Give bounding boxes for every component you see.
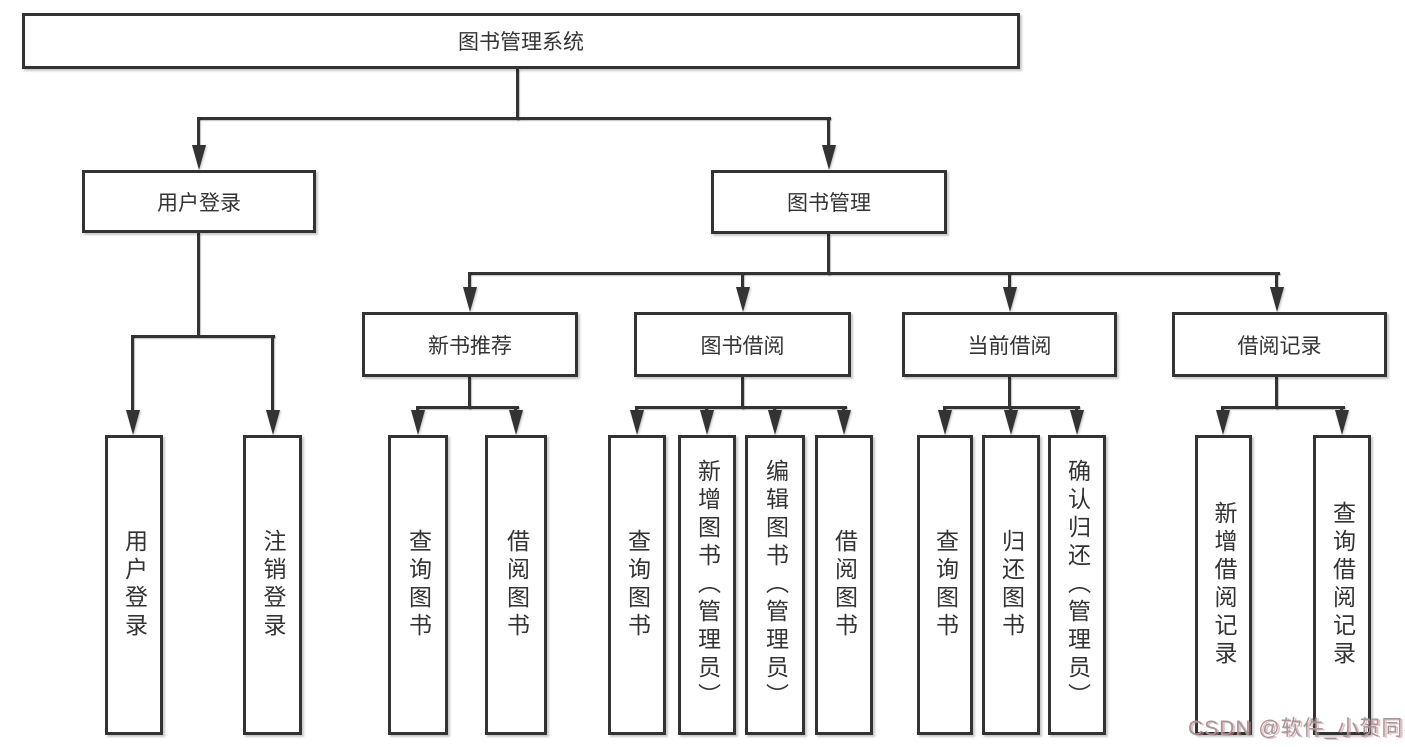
- leaf-borrow-books: 借阅图书: [485, 435, 547, 735]
- connector-line: [271, 335, 274, 413]
- arrow-down-icon: [509, 410, 523, 435]
- node-borrowing-records: 借阅记录: [1172, 312, 1387, 377]
- leaf-edit-books-admin: 编辑图书（管理员）: [745, 435, 805, 735]
- arrow-down-icon: [837, 410, 851, 435]
- connector-line: [827, 234, 830, 275]
- arrow-down-icon: [700, 410, 714, 435]
- arrow-down-icon: [1070, 410, 1084, 435]
- arrow-down-icon: [1270, 287, 1284, 312]
- node-new-book-recommendation: 新书推荐: [362, 312, 578, 377]
- leaf-query-books: 查询图书: [917, 435, 973, 735]
- arrow-down-icon: [1335, 410, 1349, 435]
- arrow-down-icon: [463, 287, 477, 312]
- connector-line: [1275, 377, 1278, 409]
- connector-line: [468, 272, 1280, 275]
- connector-line: [131, 335, 134, 413]
- connector-line: [468, 377, 471, 409]
- arrow-down-icon: [192, 145, 206, 170]
- arrow-down-icon: [266, 410, 280, 435]
- connector-line: [197, 233, 200, 337]
- connector-line: [1221, 406, 1345, 409]
- connector-line: [741, 377, 744, 409]
- leaf-add-books-admin: 新增图书（管理员）: [678, 435, 736, 735]
- arrow-down-icon: [938, 410, 952, 435]
- leaf-query-books: 查询图书: [608, 435, 666, 735]
- arrow-down-icon: [1003, 287, 1017, 312]
- connector-line: [741, 272, 744, 290]
- node-library-management-system: 图书管理系统: [22, 13, 1020, 69]
- arrow-down-icon: [736, 287, 750, 312]
- arrow-down-icon: [822, 145, 836, 170]
- csdn-watermark: CSDN @软件_小贺同学: [1188, 717, 1405, 740]
- arrow-down-icon: [1216, 410, 1230, 435]
- connector-line: [416, 406, 519, 409]
- node-current-borrowing: 当前借阅: [902, 312, 1117, 377]
- node-user-login: 用户登录: [82, 170, 316, 233]
- arrow-down-icon: [126, 410, 140, 435]
- leaf-query-books: 查询图书: [388, 435, 448, 735]
- node-book-management: 图书管理: [711, 170, 947, 234]
- arrow-down-icon: [411, 410, 425, 435]
- leaf-add-borrow-record: 新增借阅记录: [1195, 435, 1252, 735]
- leaf-logout: 注销登录: [243, 435, 302, 735]
- connector-line: [131, 335, 275, 338]
- connector-line: [1008, 272, 1011, 290]
- connector-line: [1008, 377, 1011, 409]
- connector-line: [197, 117, 200, 147]
- arrow-down-icon: [768, 410, 782, 435]
- leaf-query-borrow-record: 查询借阅记录: [1313, 435, 1371, 735]
- arrow-down-icon: [630, 410, 644, 435]
- connector-line: [827, 117, 830, 147]
- leaf-borrow-books: 借阅图书: [815, 435, 873, 735]
- connector-line: [1275, 272, 1278, 290]
- connector-line: [516, 69, 519, 120]
- leaf-return-books: 归还图书: [982, 435, 1040, 735]
- arrow-down-icon: [1004, 410, 1018, 435]
- leaf-confirm-return-admin: 确认归还（管理员）: [1048, 435, 1106, 735]
- connector-line: [635, 406, 847, 409]
- connector-line: [197, 117, 831, 120]
- connector-line: [468, 272, 471, 290]
- leaf-user-login: 用户登录: [105, 435, 163, 735]
- node-book-borrowing: 图书借阅: [634, 312, 851, 377]
